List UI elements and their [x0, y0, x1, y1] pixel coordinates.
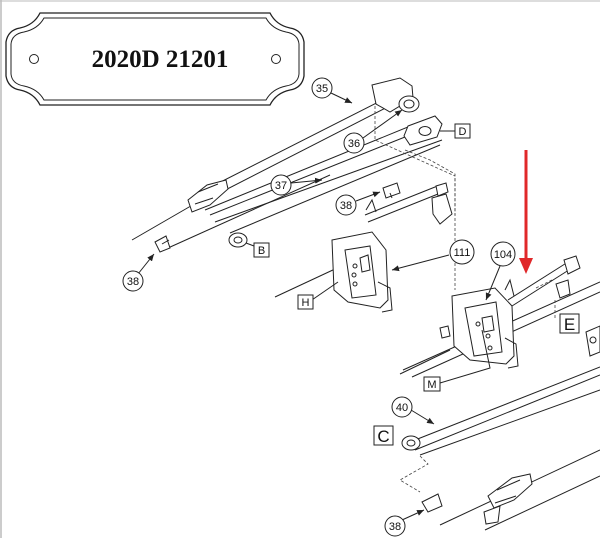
ring-part-36 [398, 95, 420, 113]
label-box-H: H [297, 281, 339, 310]
lever-upper [364, 182, 453, 225]
callout-38-upper: 38 [335, 191, 381, 216]
fastener-38-left [154, 235, 171, 253]
callout-37: 37 [270, 174, 323, 196]
callout-38-lower: 38 [384, 509, 425, 537]
red-indicator-arrow [519, 150, 533, 274]
callout-35: 35 [311, 77, 353, 104]
svg-text:M: M [427, 379, 436, 391]
svg-text:35: 35 [316, 83, 328, 95]
callout-38-left: 38 [122, 253, 155, 292]
svg-text:D: D [459, 126, 467, 138]
washer-B [228, 232, 248, 248]
label-box-D: D [440, 123, 471, 139]
svg-text:111: 111 [454, 247, 471, 259]
callout-36: 36 [343, 109, 403, 154]
diagram-title: 2020D 21201 [92, 46, 229, 73]
plaque-hole-left [29, 54, 39, 64]
svg-text:38: 38 [340, 200, 352, 212]
label-box-E: E [559, 313, 580, 334]
plaque-hole-right [271, 54, 281, 64]
svg-text:36: 36 [348, 138, 360, 150]
svg-text:E: E [564, 315, 575, 334]
label-box-B: B [245, 242, 270, 258]
title-plaque: 2020D 21201 [5, 12, 305, 106]
label-box-C: C [373, 425, 394, 446]
callout-40: 40 [391, 396, 435, 425]
bracket-104 [439, 287, 519, 369]
svg-text:B: B [258, 245, 265, 257]
svg-text:C: C [377, 427, 389, 446]
svg-text:38: 38 [389, 521, 401, 533]
svg-text:37: 37 [275, 180, 287, 192]
svg-text:H: H [302, 297, 310, 309]
upper-rail-assembly [131, 77, 456, 298]
lower-rail-assembly [399, 279, 600, 531]
lever-lower [504, 255, 581, 307]
svg-text:40: 40 [396, 402, 408, 414]
callout-111: 111 [391, 239, 475, 272]
label-box-M: M [423, 329, 491, 392]
fastener-38-upper [382, 182, 401, 199]
svg-text:38: 38 [127, 276, 139, 288]
callout-104: 104 [485, 241, 516, 301]
svg-text:104: 104 [494, 249, 512, 261]
bracket-111 [331, 231, 393, 313]
